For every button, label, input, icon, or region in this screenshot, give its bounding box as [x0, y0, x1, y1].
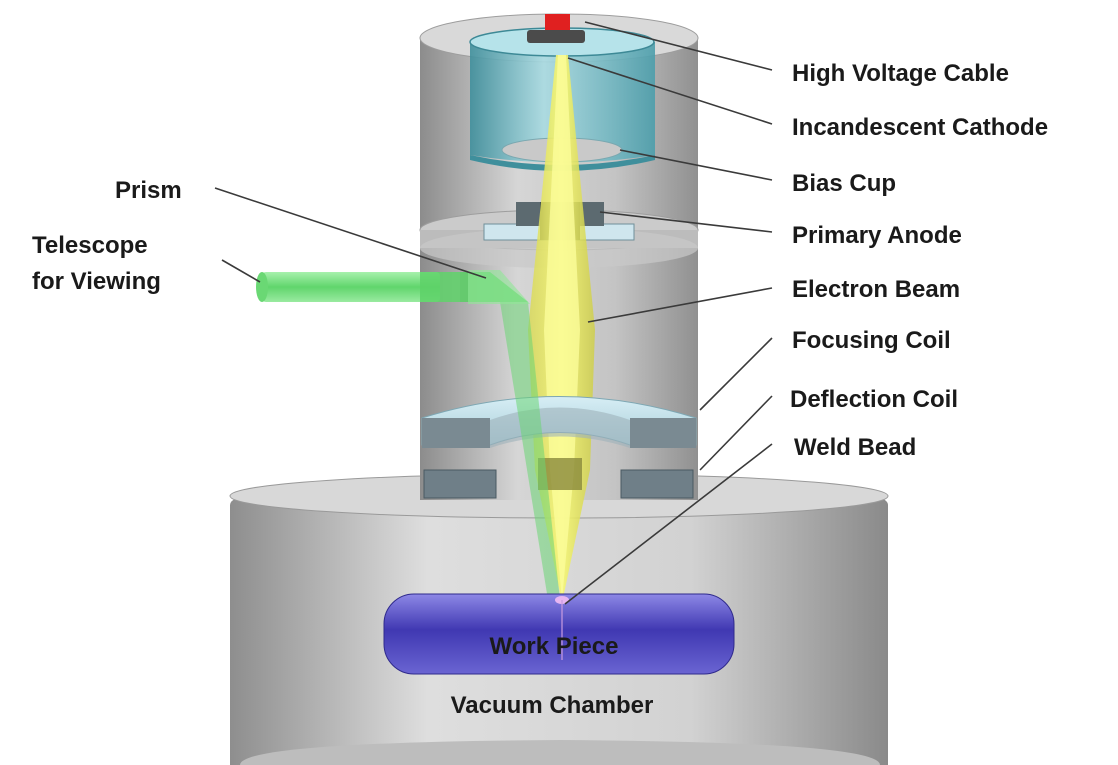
label-electron-beam: Electron Beam — [792, 276, 960, 303]
label-primary-anode: Primary Anode — [792, 222, 962, 249]
label-prism: Prism — [115, 177, 182, 204]
label-weld-bead: Weld Bead — [794, 434, 916, 461]
high-voltage-cable-tip — [527, 14, 585, 43]
label-work-piece: Work Piece — [490, 633, 619, 660]
deflection-coil — [423, 458, 694, 499]
label-telescope-line2: for Viewing — [32, 268, 161, 295]
label-telescope: Telescope — [32, 232, 148, 259]
label-high-voltage-cable: High Voltage Cable — [792, 60, 1009, 87]
label-incandescent-cathode: Incandescent Cathode — [792, 114, 1048, 141]
label-deflection-coil: Deflection Coil — [790, 386, 958, 413]
leader-lines — [214, 21, 773, 605]
label-bias-cup: Bias Cup — [792, 170, 896, 197]
work-piece — [383, 593, 735, 675]
label-vacuum-chamber: Vacuum Chamber — [451, 692, 654, 719]
prism — [468, 270, 530, 304]
label-focusing-coil: Focusing Coil — [792, 327, 951, 354]
